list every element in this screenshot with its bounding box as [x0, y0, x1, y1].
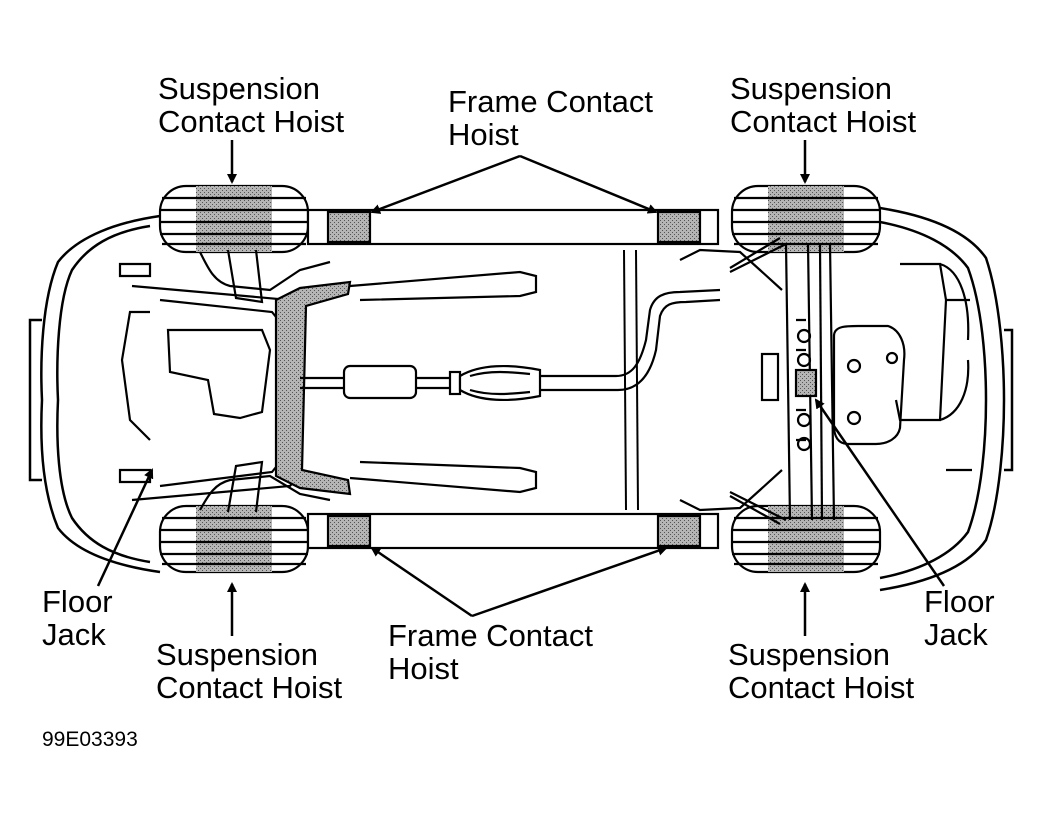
arrow-frame-bottom-left: [370, 546, 473, 618]
wheel-front-left: [158, 184, 310, 254]
wheel-rear-right: [730, 504, 882, 574]
control-arms: [349, 270, 538, 494]
figure-code: 99E03393: [42, 728, 138, 751]
wheel-rear-left: [158, 504, 310, 574]
label-suspension-contact-hoist-bottom-left: Suspension Contact Hoist: [156, 637, 343, 705]
label-suspension-contact-hoist-bottom-right: Suspension Contact Hoist: [728, 637, 915, 705]
label-frame-contact-hoist-bottom: Frame Contact Hoist: [388, 618, 594, 686]
label-floor-jack-left: Floor Jack: [42, 584, 113, 652]
vehicle-body-outline: [28, 206, 1014, 592]
label-suspension-contact-hoist-top-left: Suspension Contact Hoist: [158, 71, 345, 139]
arrow-floor-jack-left: [96, 468, 154, 587]
front-subframe: [118, 249, 352, 513]
arrow-frame-top-left: [370, 154, 521, 214]
label-frame-contact-hoist-top: Frame Contact Hoist: [448, 84, 654, 152]
rear-suspension: [679, 237, 972, 525]
arrow-frame-bottom-right: [471, 545, 668, 618]
frame-rail-top: [306, 208, 720, 246]
arrow-frame-top-right: [519, 154, 658, 214]
arrows: [96, 140, 946, 636]
label-floor-jack-right: Floor Jack: [924, 584, 995, 652]
label-suspension-contact-hoist-top-right: Suspension Contact Hoist: [730, 71, 917, 139]
floor-pan: [623, 249, 639, 511]
exhaust-system: [300, 288, 721, 402]
arrow-floor-jack-right: [814, 398, 946, 587]
wheel-front-right: [730, 184, 882, 254]
frame-rail-bottom: [306, 512, 720, 550]
